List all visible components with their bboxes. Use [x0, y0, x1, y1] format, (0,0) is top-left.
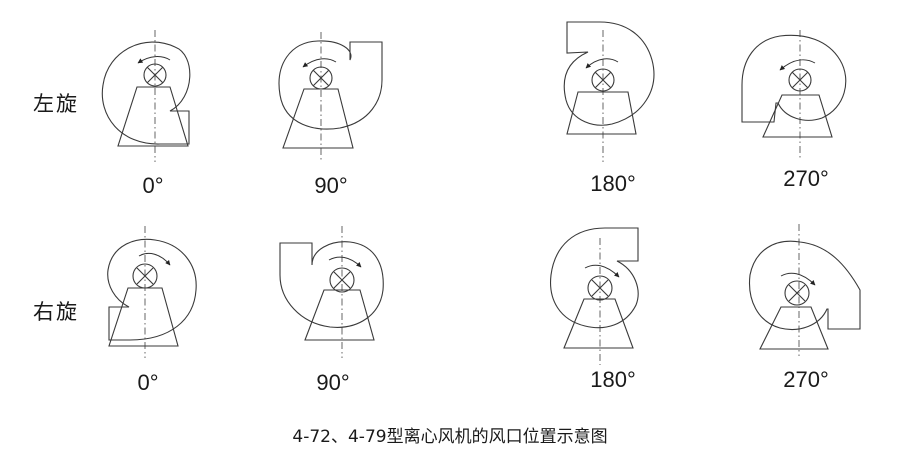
- fan-left-90deg: [278, 32, 383, 162]
- rotation-arrow-icon: [780, 272, 816, 286]
- base-trapezoid: [759, 306, 829, 350]
- volute-casing: [550, 227, 639, 329]
- fan-right-0deg: [107, 226, 197, 358]
- angle-label-left-90: 90°: [314, 173, 348, 198]
- rotation-arrow-icon: [779, 59, 816, 71]
- angle-label-right-270: 270°: [783, 367, 829, 392]
- volute-casing: [748, 240, 861, 330]
- impeller-cross-icon: [312, 69, 330, 87]
- impeller-circle: [143, 63, 167, 87]
- impeller-cross-icon: [791, 71, 809, 89]
- impeller-circle: [788, 68, 812, 92]
- volute-casing: [563, 21, 655, 126]
- volute-casing: [101, 41, 191, 145]
- impeller-circle: [587, 275, 613, 301]
- base-trapezoid: [762, 94, 833, 138]
- impeller-circle: [329, 267, 355, 293]
- angle-label-left-0: 0°: [142, 173, 164, 198]
- angle-label-right-180: 180°: [590, 367, 636, 392]
- rotation-arrow-icon: [137, 56, 171, 64]
- fan-left-0deg: [101, 30, 191, 162]
- base-trapezoid: [282, 88, 354, 149]
- fan-left-270deg: [741, 30, 847, 160]
- fan-right-90deg: [279, 226, 384, 358]
- angle-label-right-0: 0°: [137, 370, 159, 395]
- fan-right-180deg: [550, 227, 639, 365]
- base-trapezoid: [566, 91, 637, 135]
- base-trapezoid: [117, 86, 189, 147]
- impeller-cross-icon: [788, 284, 806, 302]
- base-trapezoid: [304, 289, 375, 341]
- volute-casing: [107, 238, 197, 341]
- angle-label-right-90: 90°: [316, 370, 350, 395]
- impeller-cross-icon: [146, 66, 164, 84]
- volute-casing: [279, 241, 384, 328]
- rotation-arrow-icon: [585, 58, 619, 69]
- row-label-left-rotation: 左旋: [33, 92, 79, 116]
- figure-caption: 4-72、4-79型离心风机的风口位置示意图: [292, 427, 608, 447]
- base-trapezoid: [108, 287, 179, 347]
- rotation-arrow-icon: [302, 58, 337, 68]
- impeller-cross-icon: [136, 267, 154, 285]
- rotation-arrow-icon: [328, 256, 362, 268]
- volute-casing: [278, 40, 383, 130]
- base-trapezoid: [563, 298, 634, 349]
- angle-label-left-270: 270°: [783, 166, 829, 191]
- rotation-arrow-icon: [138, 252, 171, 266]
- fan-left-180deg: [563, 21, 655, 162]
- impeller-circle: [784, 280, 810, 306]
- volute-casing: [741, 34, 847, 123]
- rotation-arrow-icon: [584, 264, 620, 278]
- impeller-cross-icon: [333, 271, 351, 289]
- impeller-cross-icon: [594, 71, 612, 89]
- angle-label-left-180: 180°: [590, 171, 636, 196]
- fan-right-270deg: [748, 224, 861, 356]
- impeller-circle: [591, 68, 615, 92]
- impeller-cross-icon: [591, 279, 609, 297]
- row-label-right-rotation: 右旋: [33, 300, 79, 324]
